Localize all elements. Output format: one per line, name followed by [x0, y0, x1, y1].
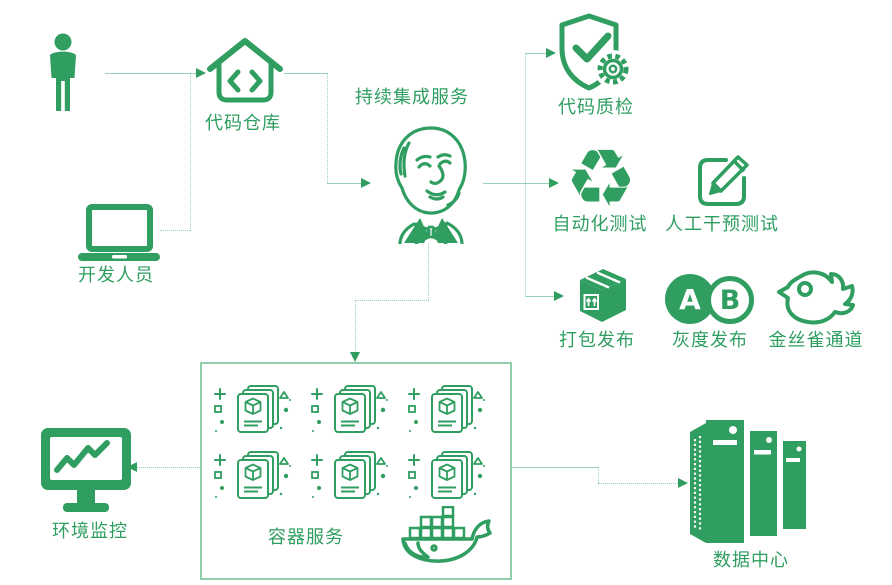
container-stack-icon [408, 451, 485, 499]
edge-repo-down [327, 73, 328, 183]
recycle-icon: ♻ [565, 132, 637, 225]
edge-ci-down-1 [428, 243, 429, 300]
container-stack-icon [214, 385, 291, 433]
container-service-label: 容器服务 [268, 527, 344, 548]
edge-to-package [525, 296, 556, 297]
edge-to-quality [525, 53, 548, 54]
edge-to-autotest [525, 183, 551, 184]
manual-test-label: 人工干预测试 [665, 214, 779, 235]
edge-to-dc-v [598, 467, 599, 483]
ab-circle-b: B [706, 276, 754, 324]
arrowhead-into-autotest [549, 178, 559, 188]
edge-ci-out [483, 183, 525, 184]
person-icon [50, 33, 76, 111]
edge-ci-down-h [355, 300, 429, 301]
arrowhead-into-repo [196, 68, 206, 78]
container-stack-icon [214, 451, 291, 499]
edge-branch-v [525, 53, 526, 297]
package-box-icon [580, 269, 626, 322]
code-repo-icon [207, 38, 283, 103]
edge-person-to-repo [105, 73, 197, 74]
ci-service-label: 持续集成服务 [355, 87, 469, 108]
automated-test-label: 自动化测试 [552, 214, 648, 235]
edge-to-monitor [137, 467, 200, 468]
letter-a: A [679, 282, 701, 316]
container-stack-icon [408, 385, 485, 433]
edge-to-dc-2 [598, 483, 680, 484]
laptop-icon [78, 204, 160, 261]
edge-to-dc-1 [510, 467, 598, 468]
developer-label: 开发人员 [78, 265, 154, 286]
canary-channel-label: 金丝雀通道 [768, 330, 864, 351]
data-center-label: 数据中心 [713, 550, 789, 571]
server-towers-icon [690, 420, 806, 543]
edge-laptop-v [190, 73, 191, 231]
edge-repo-out [284, 73, 328, 74]
arrowhead-into-quality [546, 48, 556, 58]
edge-into-ci [327, 183, 363, 184]
env-monitor-label: 环境监控 [52, 521, 128, 542]
shield-check-gear-icon [559, 13, 632, 91]
arrowhead-into-ci [361, 178, 371, 188]
monitor-chart-icon [41, 428, 131, 512]
package-release-label: 打包发布 [559, 330, 635, 351]
container-stack-icon [311, 385, 388, 433]
docker-whale-icon [401, 506, 492, 563]
code-quality-label: 代码质检 [558, 97, 634, 118]
letter-b: B [719, 284, 741, 316]
edge-ci-down-2 [355, 300, 356, 353]
arrowhead-into-dc [678, 478, 688, 488]
canary-bird-icon [777, 270, 855, 325]
arrowhead-into-container-box [350, 352, 360, 362]
code-repo-label: 代码仓库 [205, 113, 281, 134]
container-stack-icon [311, 451, 388, 499]
gray-release-label: 灰度发布 [672, 330, 748, 351]
edge-laptop-h [160, 230, 190, 231]
jenkins-mascot-icon [394, 126, 467, 244]
arrowhead-into-monitor [127, 462, 137, 472]
arrowhead-into-package [554, 291, 564, 301]
pencil-edit-icon [698, 155, 749, 206]
